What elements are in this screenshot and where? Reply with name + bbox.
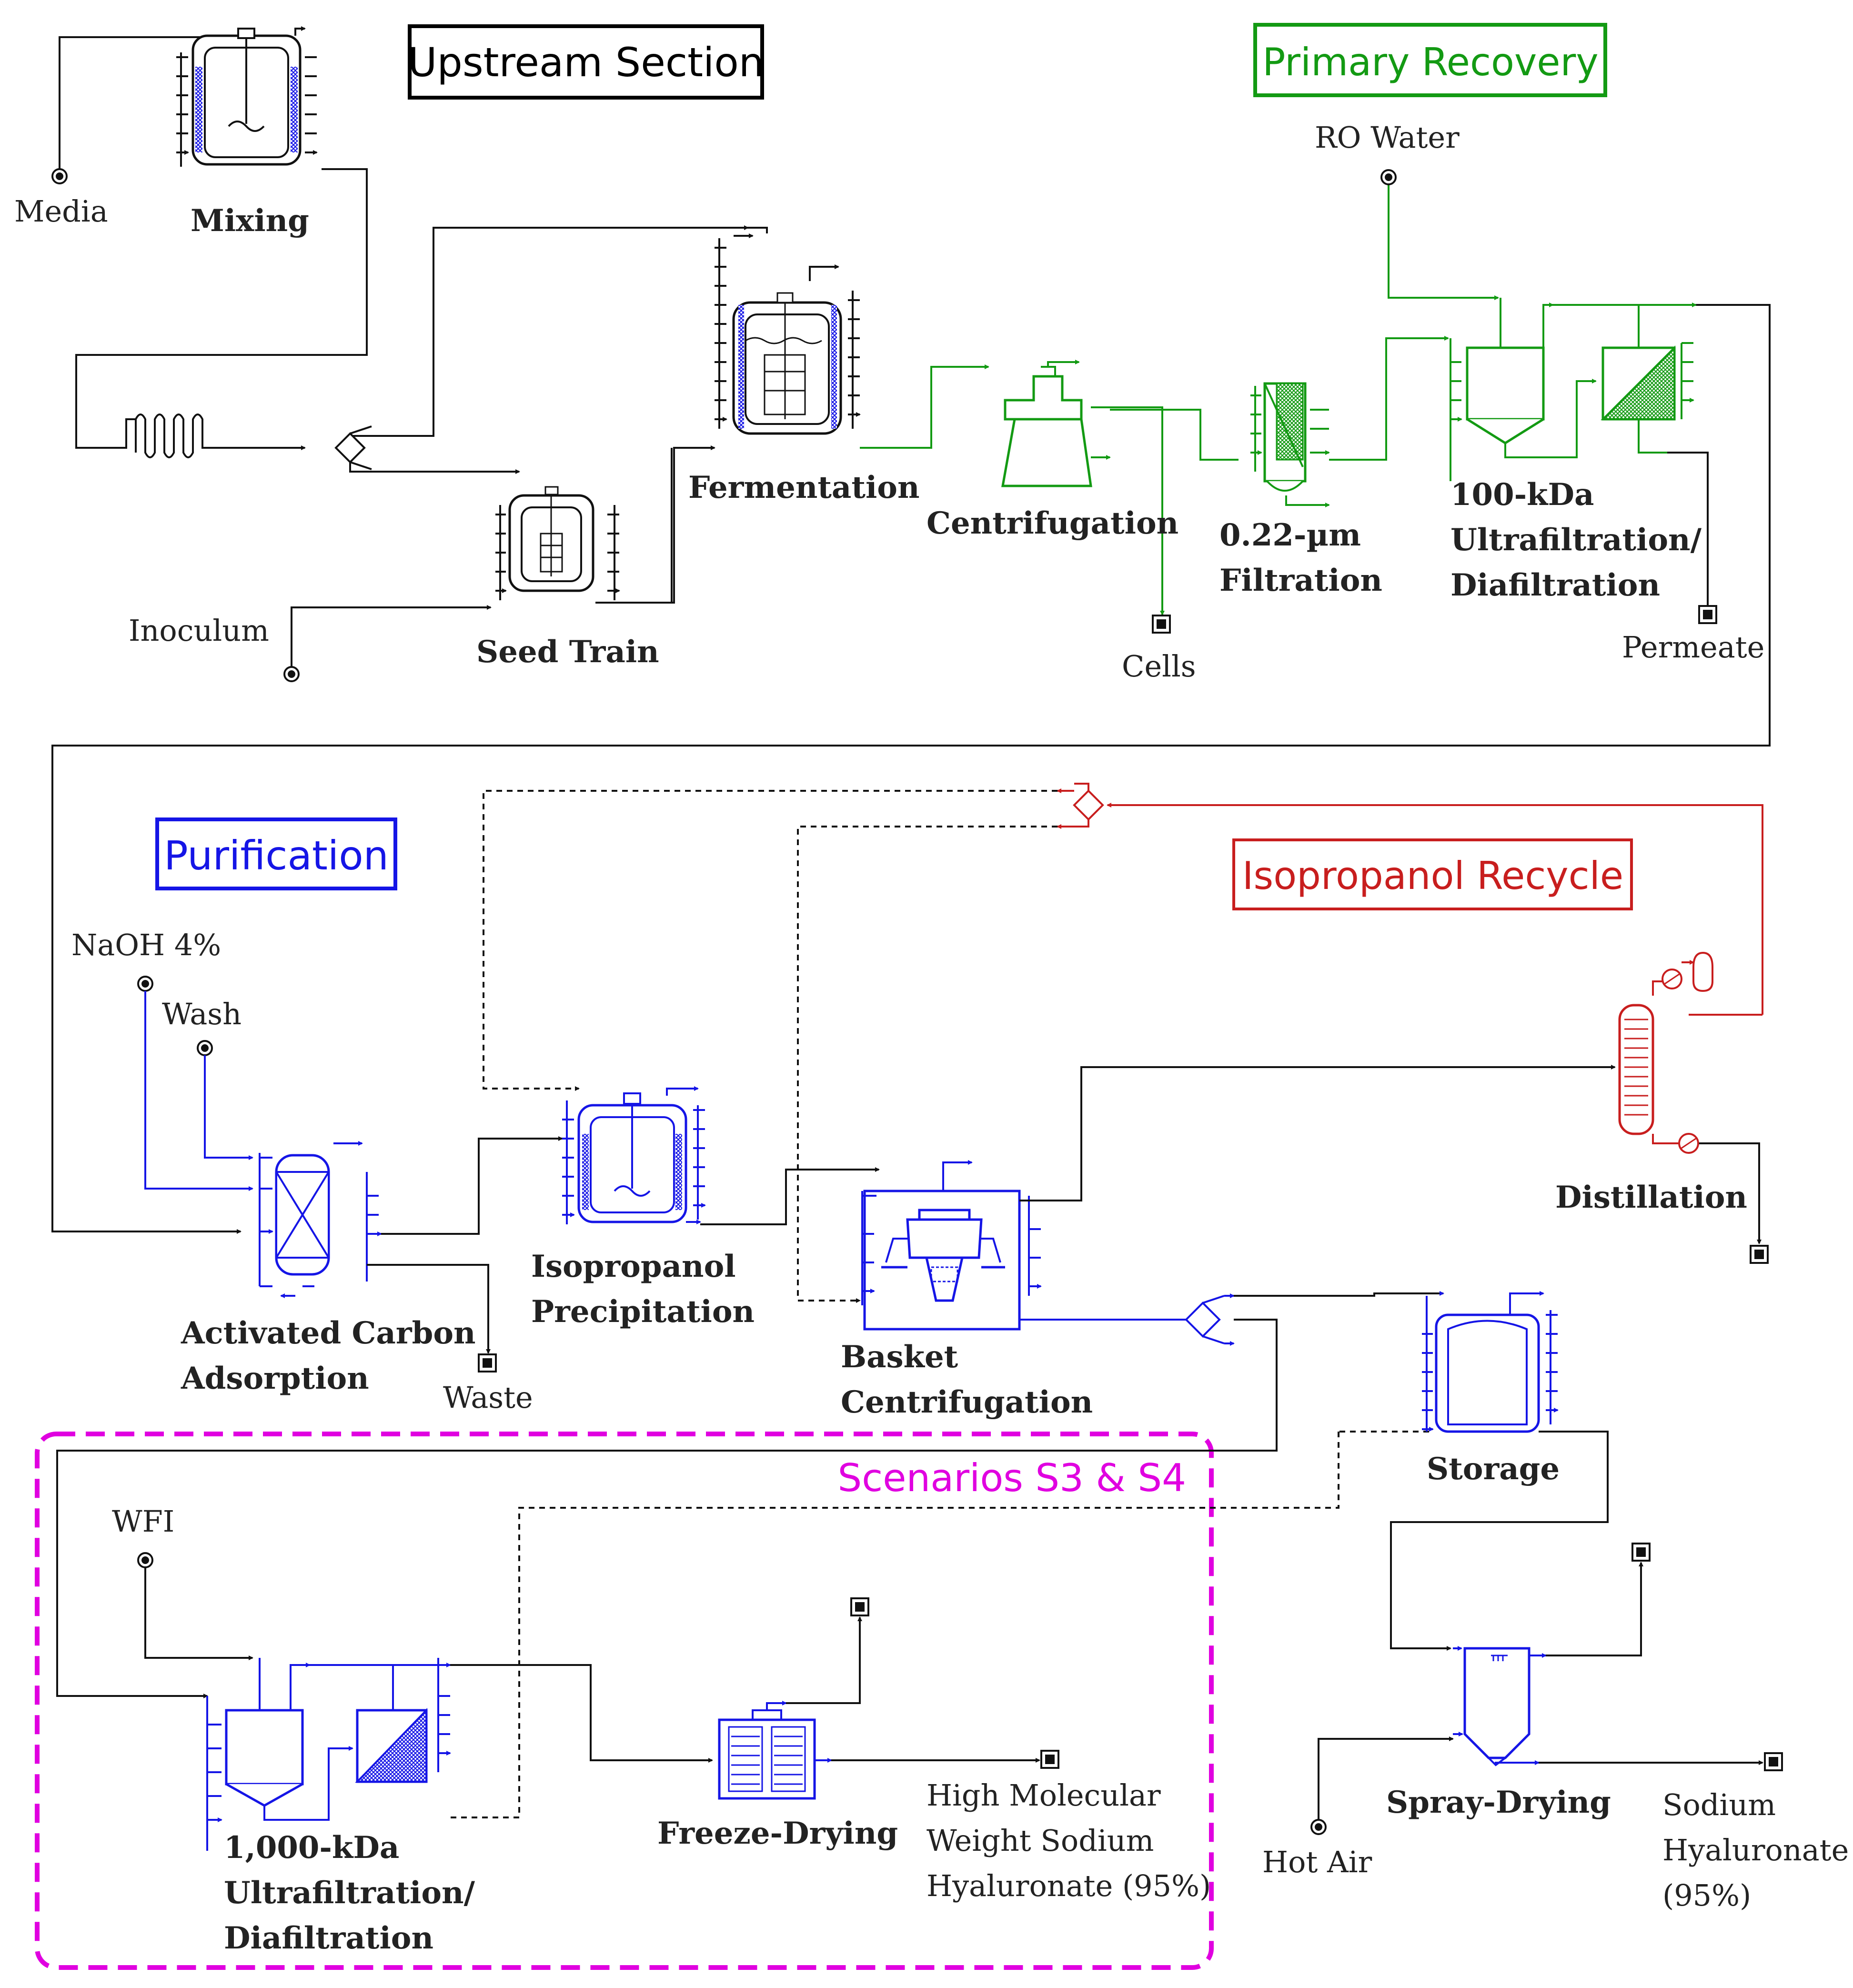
uf100-label-line2: Ultrafiltration/ [1450, 522, 1702, 558]
splitter-black-lines [56, 1291, 1444, 1818]
scenarios-box: Scenarios S3 & S4 [35, 1432, 1214, 1970]
naoh-label: NaOH 4% [71, 928, 221, 962]
fermentation-label: Fermentation [688, 470, 919, 505]
basket-label-line1: Basket [841, 1339, 958, 1375]
uf-100kda-membrane [1601, 345, 1676, 421]
uf-1000kda-membrane [355, 1708, 428, 1783]
storage-ports [1422, 1291, 1558, 1432]
cells-label: Cells [1122, 649, 1196, 684]
isopropanol-recycle-box: Isopropanol Recycle [1232, 838, 1633, 910]
hmw-product-line1: High Molecular [926, 1778, 1161, 1813]
centrifugation-label: Centrifugation [926, 505, 1178, 541]
unit-labels: Mixing Seed Train Fermentation Centrifug… [181, 203, 1747, 1956]
upstream-section-box: Upstream Section [408, 24, 764, 100]
uf1000-label-line1: 1,000-kDa [224, 1830, 399, 1866]
precip-to-basket-line [700, 1167, 880, 1225]
recycle-splitter [1073, 789, 1104, 821]
primary-recovery-streams [51, 179, 1771, 1234]
storage-to-spray-line [1390, 1431, 1609, 1651]
storage-splitter [1185, 1302, 1221, 1338]
mixing-ports [176, 26, 317, 167]
sodium-hyaluronate-line3: (95%) [1662, 1878, 1751, 1913]
seed-train-ports [495, 448, 673, 604]
mixing-label: Mixing [191, 203, 309, 239]
basket-label-line2: Centrifugation [841, 1384, 1093, 1420]
centrifuge-disk-stack [1001, 366, 1092, 487]
primary-recovery-label: Primary Recovery [1262, 40, 1599, 84]
hmw-product-line3: Hyaluronate (95%) [926, 1868, 1211, 1903]
storage-label: Storage [1427, 1451, 1560, 1487]
spray-black-lines [1318, 1562, 1763, 1820]
distillation-column [1618, 951, 1713, 1154]
mixing-vessel [191, 28, 302, 166]
uf1000-label-line3: Diafiltration [224, 1920, 433, 1956]
upstream-section-label: Upstream Section [408, 39, 764, 86]
basket-centrifuge [863, 1190, 1021, 1331]
freeze-dryer [718, 1709, 816, 1800]
spray-dryer [1463, 1647, 1531, 1766]
stream-terminals [51, 168, 1783, 1835]
isopropanol-recycle-label: Isopropanol Recycle [1242, 854, 1623, 898]
basket-ports [861, 1065, 1616, 1322]
dead-end-filter [1263, 382, 1307, 492]
ro-water-label: RO Water [1315, 120, 1460, 155]
uf-100kda-streams [1450, 298, 1696, 481]
upstream-streams [59, 35, 989, 674]
carbon-label-line1: Activated Carbon [181, 1315, 476, 1351]
media-label: Media [14, 194, 108, 229]
carbon-black-lines [367, 1136, 563, 1354]
filter-ports [1250, 386, 1329, 507]
storage-tank [1435, 1313, 1540, 1433]
precip-label-line1: Isopropanol [531, 1249, 736, 1284]
waste-label: Waste [443, 1380, 533, 1415]
fermentation-ports [715, 233, 860, 429]
sodium-hyaluronate-line1: Sodium [1662, 1787, 1776, 1822]
inoculum-label: Inoculum [129, 613, 269, 648]
permeate-label: Permeate [1622, 630, 1764, 665]
freeze-dryer-ports [766, 1701, 832, 1763]
uf-1000kda-streams [206, 1658, 450, 1851]
filtration-label-line2: Filtration [1219, 563, 1382, 598]
uf-100kda-tank [1466, 346, 1545, 444]
stream-labels: Media Inoculum Cells RO Water Permeate N… [14, 120, 1849, 1913]
sodium-hyaluronate-line2: Hyaluronate [1662, 1833, 1849, 1867]
uf100-label-line1: 100-kDa [1450, 477, 1594, 513]
spray-dryer-ports [1453, 1646, 1547, 1765]
uf1000-label-line2: Ultrafiltration/ [224, 1875, 475, 1911]
distillation-label: Distillation [1555, 1180, 1747, 1215]
heat-sterilizer-coil [117, 414, 205, 458]
purification-box: Purification [155, 817, 397, 890]
wfi-label: WFI [112, 1504, 174, 1539]
carbon-streams [144, 991, 382, 1298]
fermentation-reactor [732, 292, 842, 435]
filtration-label-line1: 0.22-µm [1219, 517, 1361, 553]
scenarios-label: Scenarios S3 & S4 [838, 1456, 1186, 1500]
media-splitter [334, 425, 372, 470]
precip-label-line2: Precipitation [531, 1294, 755, 1330]
wash-label: Wash [162, 997, 242, 1031]
primary-recovery-box: Primary Recovery [1253, 23, 1607, 97]
splitter-streams [1202, 1293, 1235, 1346]
spray-drying-label: Spray-Drying [1386, 1785, 1611, 1820]
hot-air-label: Hot Air [1262, 1845, 1372, 1879]
isopropanol-precipitation-vessel [577, 1092, 687, 1223]
uf-1000kda-tank [225, 1709, 304, 1807]
precipitation-ports [562, 1086, 705, 1224]
seed-train-reactor [508, 486, 594, 592]
freeze-drying-label: Freeze-Drying [657, 1816, 898, 1851]
activated-carbon-column [275, 1154, 330, 1276]
recycle-streams [1057, 783, 1763, 1146]
uf100-label-line3: Diafiltration [1450, 567, 1660, 603]
uf-1000kda-black-lines [144, 1567, 713, 1763]
carbon-label-line2: Adsorption [181, 1361, 369, 1396]
seed-train-label: Seed Train [476, 634, 659, 670]
recycle-black-lines [483, 790, 1762, 1303]
hmw-product-line2: Weight Sodium [926, 1823, 1154, 1858]
freeze-dryer-black-lines [786, 1616, 1040, 1763]
centrifuge-ports [1047, 360, 1111, 460]
purification-label: Purification [164, 832, 389, 879]
